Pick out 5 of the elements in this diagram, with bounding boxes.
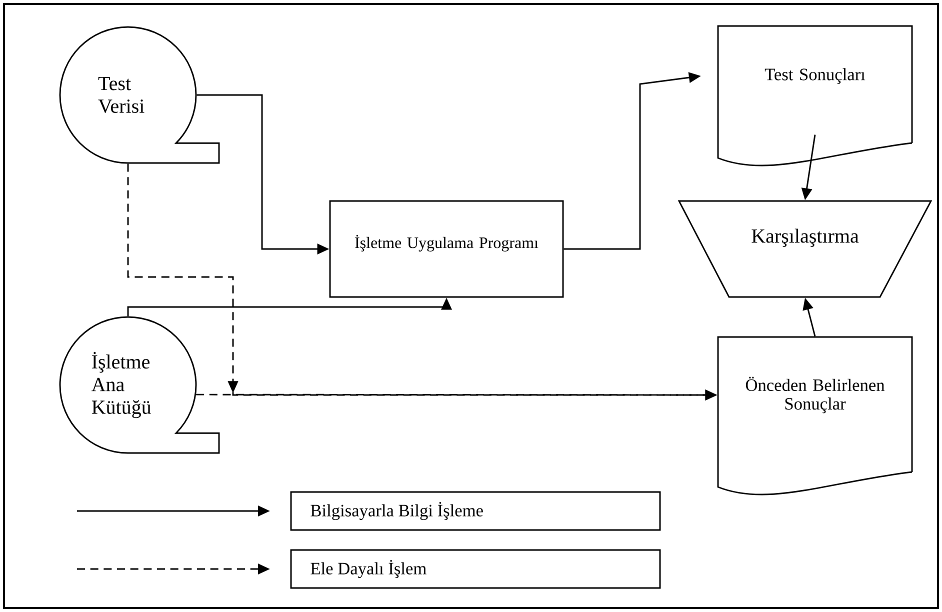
legend-box: Ele Dayalı İşlem bbox=[290, 549, 661, 589]
legend-box: Bilgisayarla Bilgi İşleme bbox=[290, 491, 661, 531]
document-symbol: Önceden Belirlenen Sonuçlar bbox=[717, 336, 913, 496]
document-symbol: Test Sonuçları bbox=[717, 25, 913, 166]
process-box: İşletme Uygulama Programı bbox=[329, 200, 564, 298]
